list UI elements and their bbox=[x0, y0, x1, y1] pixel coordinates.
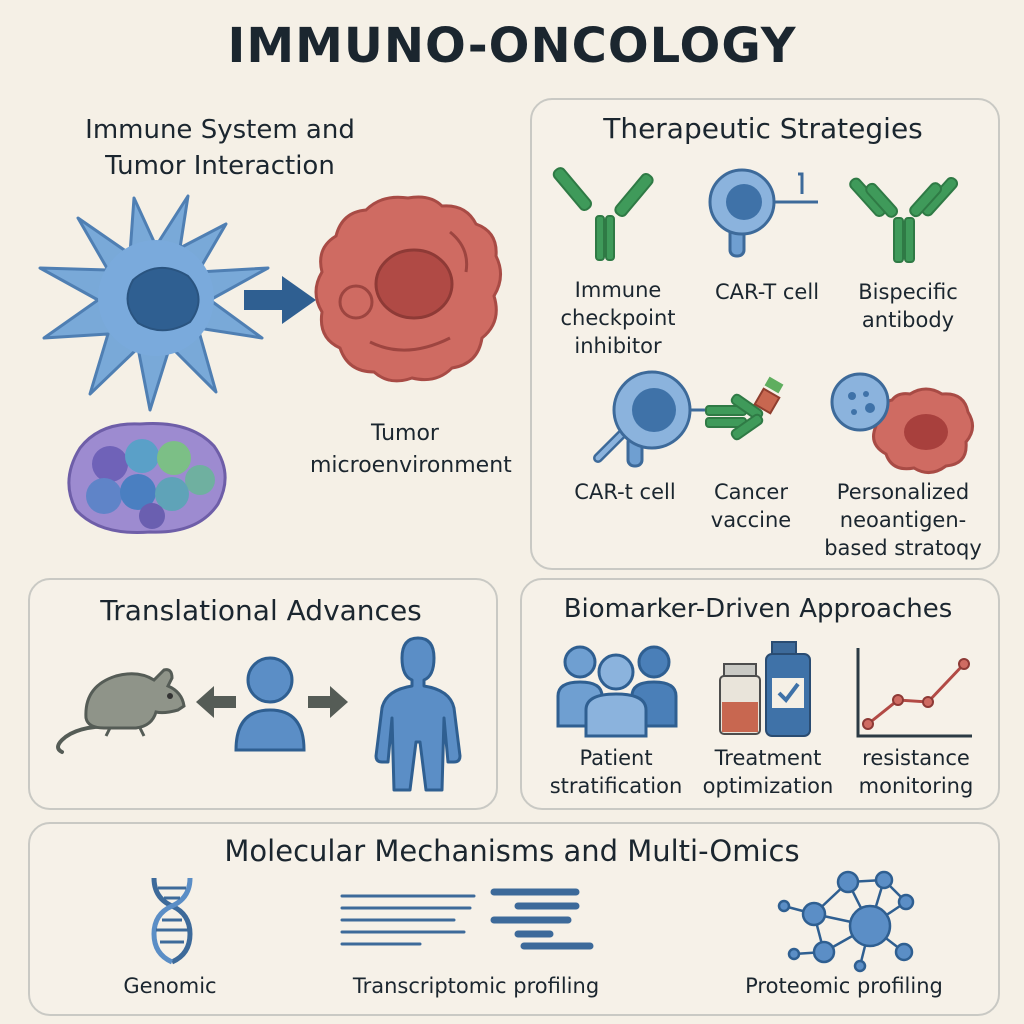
immune-cell-icon bbox=[38, 194, 270, 412]
car-t-cell-icon bbox=[708, 168, 818, 258]
label-line: based stratoqy bbox=[824, 536, 982, 560]
patient-group-icon bbox=[556, 645, 678, 738]
therapeutic-strategies-panel bbox=[530, 98, 1000, 570]
cell-cluster-icon bbox=[67, 422, 227, 534]
tumor-cell-icon bbox=[314, 195, 502, 383]
label-line: inhibitor bbox=[574, 334, 662, 358]
label-line: monitoring bbox=[858, 774, 974, 798]
page-title: IMMUNO-ONCOLOGY bbox=[227, 18, 797, 74]
immune-heading-line1: Immune System and bbox=[85, 115, 355, 145]
therapy-label-checkpoint: Immune checkpoint inhibitor bbox=[548, 276, 688, 360]
therapy-label-vaccine: Cancer vaccine bbox=[686, 478, 816, 534]
translational-heading: Translational Advances bbox=[100, 594, 422, 627]
therapy-label-bispecific: Bispecific antibody bbox=[838, 278, 978, 334]
label-line: Immune bbox=[574, 278, 662, 302]
label-line: antibody bbox=[861, 308, 955, 332]
therapy-label-neoantigen: Personalized neoantigen- based stratoqy bbox=[818, 478, 988, 562]
label-line: resistance bbox=[862, 746, 970, 770]
protein-network-icon bbox=[777, 870, 915, 973]
molecular-label-proteomic: Proteomic profiling bbox=[745, 974, 943, 998]
biomarker-label-stratification: Patient stratification bbox=[538, 744, 694, 800]
molecular-heading: Molecular Mechanisms and Multi-Omics bbox=[224, 834, 800, 868]
label-line: neoantigen- bbox=[839, 508, 967, 532]
vaccine-icon bbox=[705, 376, 784, 441]
label-line: Treatment bbox=[714, 746, 822, 770]
person-icon bbox=[234, 656, 306, 752]
therapy-label-car-t-2: CAR-t cell bbox=[560, 478, 690, 506]
interaction-arrow-icon bbox=[244, 276, 316, 324]
label-line: vaccine bbox=[710, 508, 792, 532]
label-line: checkpoint bbox=[560, 306, 676, 330]
molecular-label-genomic: Genomic bbox=[123, 974, 217, 998]
therapeutic-heading: Therapeutic Strategies bbox=[603, 112, 923, 145]
biomarker-heading: Biomarker-Driven Approaches bbox=[563, 594, 953, 624]
label-line: CAR-T cell bbox=[714, 280, 820, 304]
bispecific-antibody-icon bbox=[849, 176, 959, 263]
label-line: stratification bbox=[549, 774, 683, 798]
line-chart-icon bbox=[856, 648, 972, 738]
neoantigen-icon bbox=[830, 372, 974, 474]
immune-heading: Immune System and Tumor Interaction bbox=[40, 112, 400, 184]
human-body-icon bbox=[374, 636, 462, 792]
label-line: Patient bbox=[579, 746, 653, 770]
arrow-right-icon bbox=[308, 686, 348, 718]
biomarker-label-resistance: resistance monitoring bbox=[842, 744, 990, 800]
dna-icon bbox=[151, 877, 193, 965]
label-line: optimization bbox=[702, 774, 834, 798]
medication-vials-icon bbox=[719, 641, 811, 737]
label-line: Cancer bbox=[714, 480, 788, 504]
tumor-label-line2: microenvironment bbox=[310, 453, 512, 478]
label-line: Personalized bbox=[836, 480, 970, 504]
tumor-microenvironment-label: Tumor microenvironment bbox=[310, 418, 512, 482]
car-t-binding-icon bbox=[593, 370, 710, 468]
label-line: CAR-t cell bbox=[574, 480, 676, 504]
arrow-left-icon bbox=[196, 686, 236, 718]
immune-heading-line2: Tumor Interaction bbox=[105, 151, 335, 181]
label-line: Bispecific bbox=[858, 280, 958, 304]
tumor-label-line1: Tumor bbox=[371, 421, 439, 446]
biomarker-label-optimization: Treatment optimization bbox=[690, 744, 846, 800]
molecular-label-transcriptomic: Transcriptomic profiling bbox=[352, 974, 600, 998]
mouse-icon bbox=[56, 668, 186, 754]
transcript-lines-icon bbox=[340, 888, 594, 950]
therapy-label-car-t: CAR-T cell bbox=[692, 278, 842, 306]
antibody-icon bbox=[552, 167, 654, 261]
